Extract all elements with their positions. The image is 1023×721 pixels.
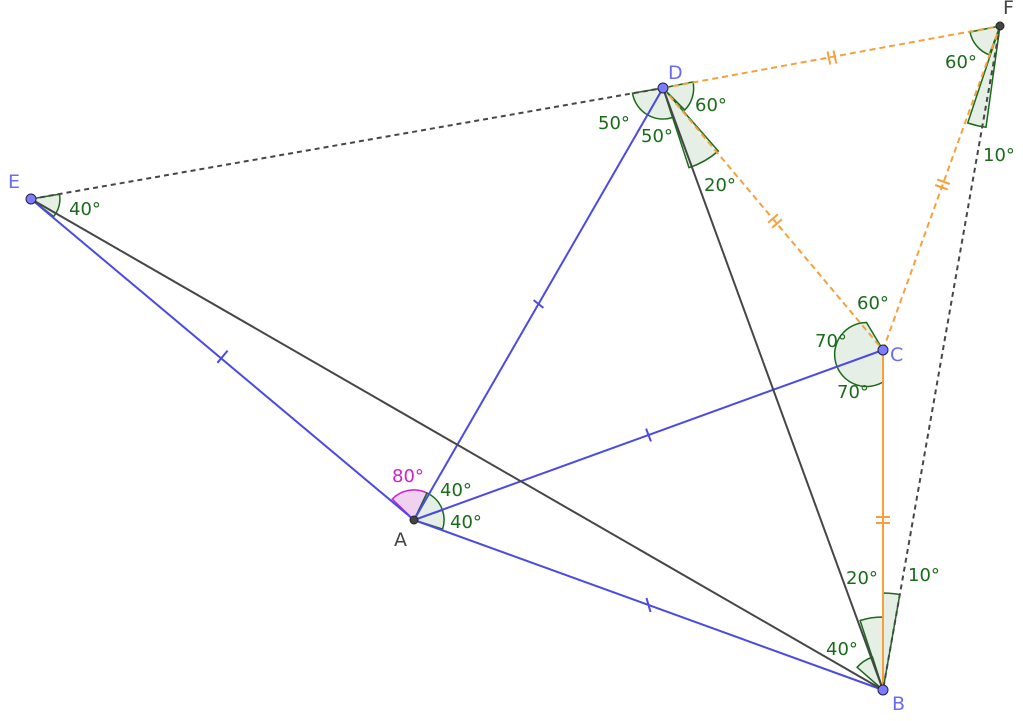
tick-mark-a-c (645, 428, 652, 442)
angle-label-b-right: 10° (908, 565, 940, 586)
point-label-d: D (668, 62, 683, 84)
angle-mark-f-side (966, 25, 1001, 129)
point-label-c: C (890, 344, 903, 366)
angle-label-d-lower: 20° (704, 175, 736, 196)
point-b[interactable] (877, 684, 889, 696)
angle-label-f-side: 10° (983, 145, 1015, 166)
point-label-f: F (1003, 0, 1014, 19)
angle-mark-d-lower (662, 87, 720, 169)
point-label-e: E (8, 171, 20, 193)
point-c[interactable] (877, 344, 889, 356)
tick-mark-a-b (645, 597, 652, 613)
point-e[interactable] (25, 193, 37, 205)
double-tick-c-b (876, 516, 890, 524)
segment-d-b (662, 87, 884, 691)
segment-e-d-dashed (30, 87, 664, 200)
angle-label-c-top: 60° (857, 293, 889, 314)
angle-label-a-dac: 40° (440, 480, 472, 501)
point-d[interactable] (657, 82, 669, 94)
double-tick-d-f (826, 50, 838, 65)
angle-label-b-left: 20° (846, 568, 878, 589)
angle-label-a-cab: 40° (450, 512, 482, 533)
point-f[interactable] (995, 21, 1005, 31)
angle-label-c-bottom: 70° (837, 382, 869, 403)
double-tick-d-c (767, 213, 783, 229)
angle-mark-b-lower (856, 656, 885, 693)
angle-label-d-left: 50° (598, 113, 630, 134)
angle-label-a-ead: 80° (392, 466, 424, 487)
angle-label-d-right: 60° (695, 95, 727, 116)
double-tick-c-f (934, 178, 951, 191)
tick-mark-e-a (216, 349, 229, 364)
angle-mark-c (833, 321, 884, 388)
segment-d-f-dashed (662, 25, 1001, 89)
angle-label-b-lower: 40° (826, 639, 858, 660)
angle-label-d-mid: 50° (641, 126, 673, 147)
angle-label-c-left: 70° (815, 331, 847, 352)
segment-e-b (30, 198, 884, 691)
angle-label-e: 40° (69, 199, 101, 220)
segment-f-b-dashed (882, 25, 1001, 691)
point-a[interactable] (409, 515, 419, 525)
tick-mark-a-d (532, 299, 545, 309)
point-label-a: A (394, 529, 407, 551)
segment-e-a (30, 198, 415, 521)
point-label-b: B (892, 693, 905, 715)
angle-label-f-top: 60° (945, 52, 977, 73)
